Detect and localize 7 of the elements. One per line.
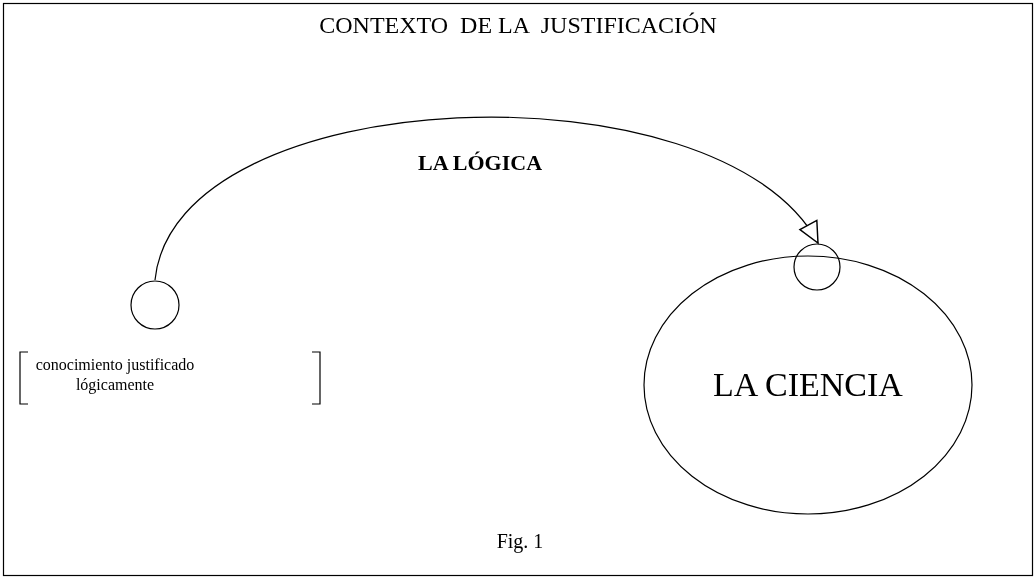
figure-caption: Fig. 1 xyxy=(496,530,544,552)
circle-node xyxy=(793,243,841,291)
node-label: LA CIENCIA xyxy=(713,366,903,404)
ellipse-node xyxy=(643,255,973,515)
diagram-title: CONTEXTO DE LA JUSTIFICACIÓN xyxy=(319,12,717,38)
circle-node xyxy=(130,280,180,330)
annotation-text: conocimiento justificado lógicamente xyxy=(35,356,195,393)
